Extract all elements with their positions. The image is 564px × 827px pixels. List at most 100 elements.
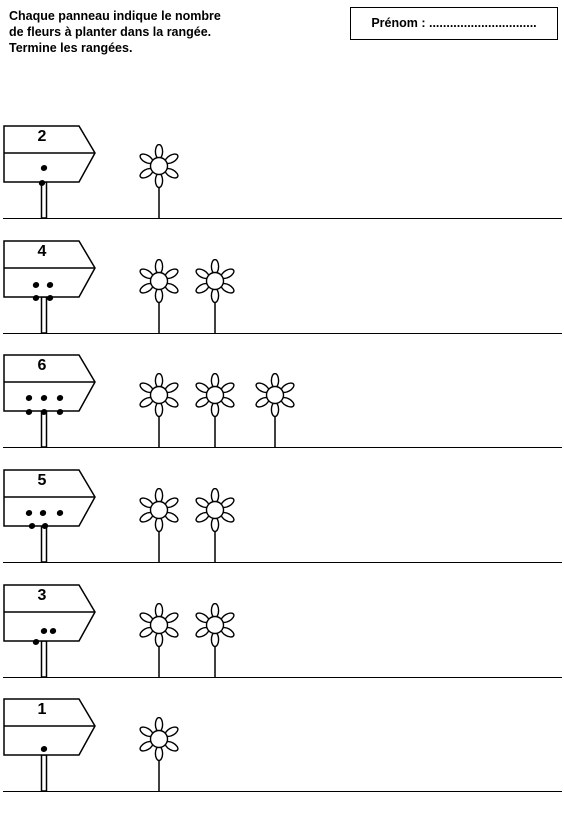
sign: 4 <box>0 239 100 335</box>
flower <box>190 258 242 335</box>
flower-petal <box>154 516 164 533</box>
flower-graphic <box>195 487 235 563</box>
sign: 2 <box>0 124 100 220</box>
sign-board <box>3 240 96 298</box>
sign-board <box>3 584 96 642</box>
flower-center <box>149 271 169 291</box>
sign-dot <box>40 409 48 415</box>
sign-dot <box>56 510 64 516</box>
flower <box>190 372 242 449</box>
sign: 6 <box>0 353 100 449</box>
sign-dot <box>25 510 33 516</box>
flower-row: 1 <box>0 697 564 807</box>
flower-petal <box>154 143 164 160</box>
flower-petal <box>210 258 220 275</box>
flower-center <box>205 271 225 291</box>
flower-row: 5 <box>0 468 564 578</box>
flower-petal <box>270 401 280 418</box>
instruction-line-1: Chaque panneau indique le nombre <box>9 9 221 23</box>
flower-row: 2 <box>0 124 564 234</box>
ground-line <box>3 218 562 219</box>
flower-graphic <box>255 372 295 448</box>
sign-dot <box>32 295 40 301</box>
flower-center <box>205 500 225 520</box>
flower-center <box>205 385 225 405</box>
sign-graphic <box>3 584 96 678</box>
sign-number: 4 <box>37 243 47 260</box>
sign-dot <box>40 165 48 171</box>
flower-petal <box>210 401 220 418</box>
flower-graphic <box>195 372 235 448</box>
flower-center <box>149 500 169 520</box>
sign: 5 <box>0 468 100 564</box>
instruction-line-3: Termine les rangées. <box>9 41 133 55</box>
ground-line <box>3 677 562 678</box>
sign-dot <box>56 409 64 415</box>
sign-graphic <box>3 354 96 448</box>
flower-petal <box>154 372 164 389</box>
sign-board <box>3 698 96 756</box>
sign-dot <box>49 628 57 634</box>
flower-center <box>149 729 169 749</box>
sign: 1 <box>0 697 100 793</box>
sign-dot <box>32 639 40 645</box>
flower-graphic <box>139 716 179 792</box>
flower-graphic <box>195 602 235 678</box>
sign-graphic <box>3 240 96 334</box>
flower-petal <box>210 487 220 504</box>
sign-post <box>40 640 48 678</box>
flower-petal <box>210 372 220 389</box>
flower-petal <box>210 516 220 533</box>
flower-graphic <box>139 143 179 219</box>
sign-dot <box>25 395 33 401</box>
flower-petal <box>154 745 164 762</box>
flower-graphic <box>139 602 179 678</box>
sign-dot <box>38 180 46 186</box>
flower-petal <box>210 602 220 619</box>
sign-dot <box>46 295 54 301</box>
flower-center <box>205 615 225 635</box>
flower <box>190 487 242 564</box>
sign-number: 5 <box>37 472 47 489</box>
sign-number: 1 <box>37 701 47 718</box>
sign-dot <box>28 523 36 529</box>
flower <box>250 372 302 449</box>
flower-graphic <box>139 487 179 563</box>
sign-dot <box>32 282 40 288</box>
flower-petal <box>270 372 280 389</box>
flower <box>134 602 186 679</box>
flower-center <box>149 615 169 635</box>
flower-graphic <box>139 372 179 448</box>
flower-petal <box>210 631 220 648</box>
sign-dot <box>56 395 64 401</box>
sign-number: 2 <box>37 128 47 145</box>
ground-line <box>3 447 562 448</box>
sign-dot <box>40 395 48 401</box>
sign-number: 6 <box>37 357 47 374</box>
sign-dot <box>25 409 33 415</box>
flower <box>134 258 186 335</box>
sign-graphic <box>3 469 96 563</box>
flower-petal <box>154 287 164 304</box>
flower <box>134 372 186 449</box>
sign-post <box>40 525 48 563</box>
ground-line <box>3 562 562 563</box>
sign-dot <box>46 282 54 288</box>
name-field-label: Prénom : ............................... <box>371 16 537 30</box>
ground-line <box>3 791 562 792</box>
name-field[interactable]: Prénom : ............................... <box>350 7 558 40</box>
flower-petal <box>154 258 164 275</box>
sign-board <box>3 125 96 183</box>
flower-petal <box>154 716 164 733</box>
sign-post <box>40 296 48 334</box>
sign-dot <box>39 510 47 516</box>
flower-petal <box>154 172 164 189</box>
flower-row: 6 <box>0 353 564 463</box>
flower-row: 3 <box>0 583 564 693</box>
flower-petal <box>154 401 164 418</box>
flower <box>134 716 186 793</box>
flower-petal <box>154 602 164 619</box>
sign-dot <box>40 628 48 634</box>
sign-number: 3 <box>37 587 47 604</box>
flower <box>134 487 186 564</box>
